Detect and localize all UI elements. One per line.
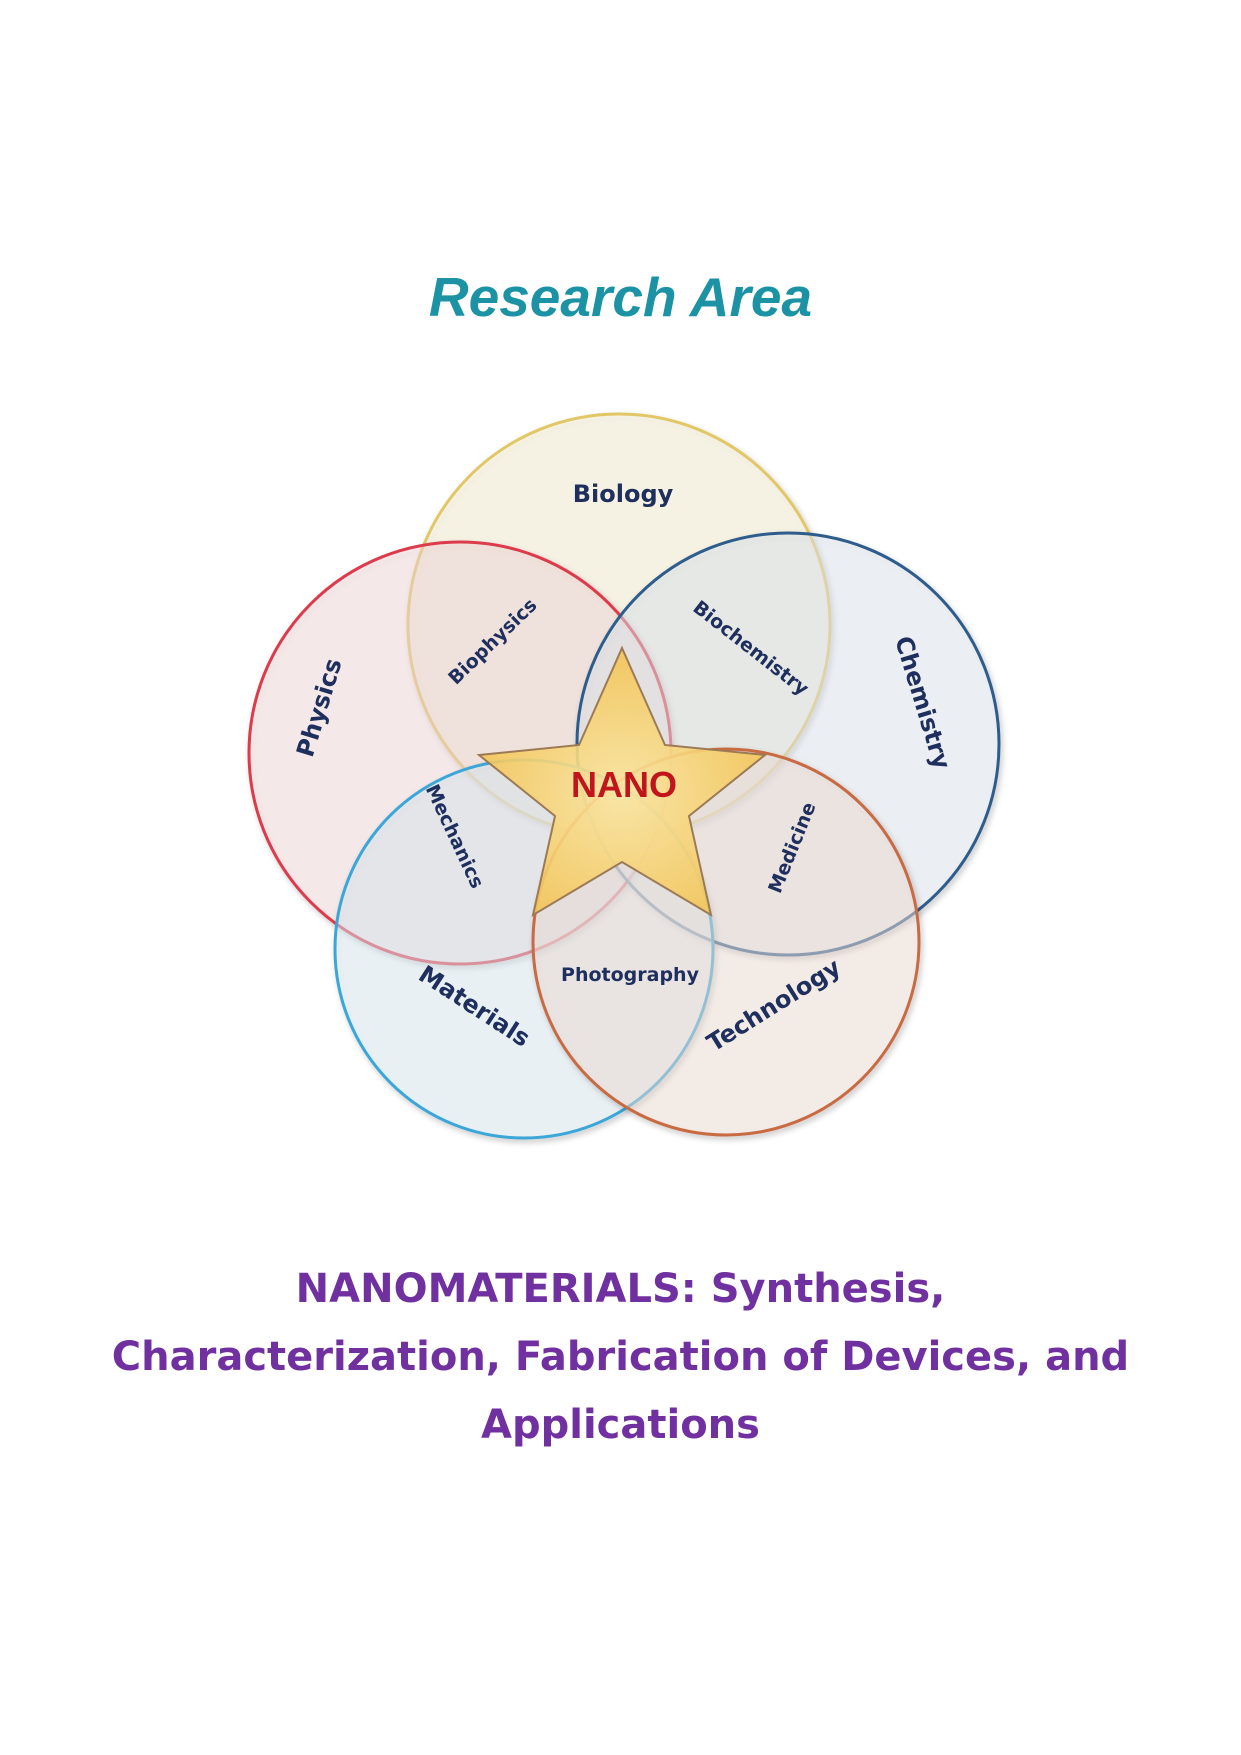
page-heading: Research Area <box>428 266 813 328</box>
label-photography: Photography <box>561 964 700 986</box>
caption-line-3: Applications <box>481 1402 760 1448</box>
nano-star <box>476 645 768 918</box>
caption: NANOMATERIALS: Synthesis, Characterizati… <box>60 1255 1181 1459</box>
label-nano-center: NANO <box>571 764 677 805</box>
caption-line-1: NANOMATERIALS: Synthesis, <box>295 1266 946 1312</box>
caption-line-2: Characterization, Fabrication of Devices… <box>111 1334 1130 1380</box>
label-biology: Biology <box>573 480 674 508</box>
